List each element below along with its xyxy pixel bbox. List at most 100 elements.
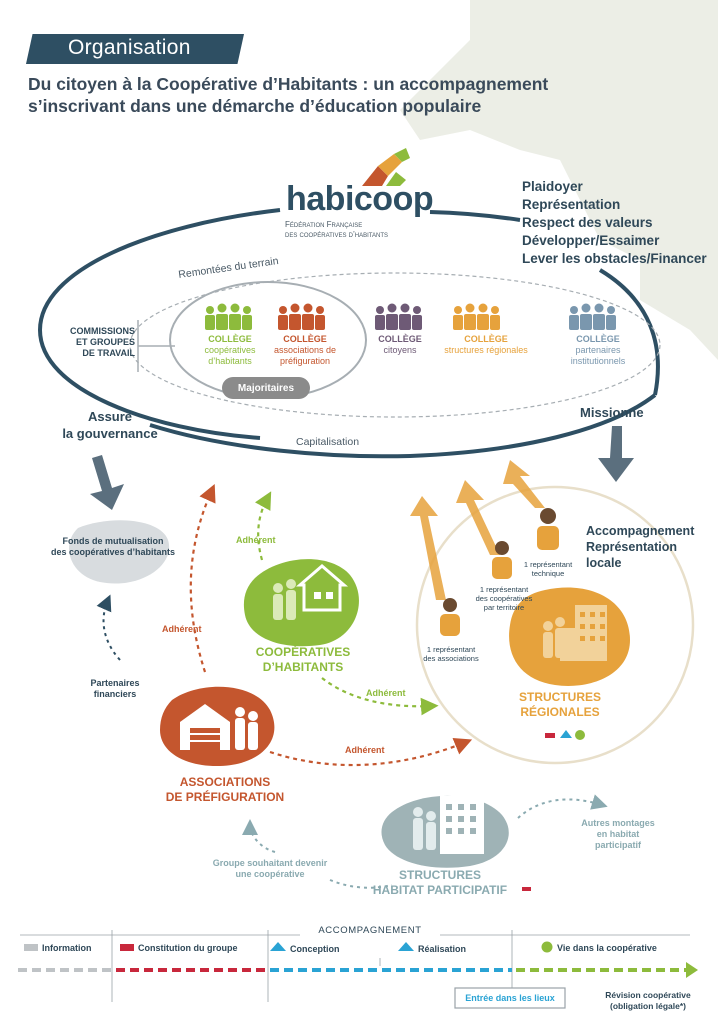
accomp-line-3: locale [586,556,622,570]
college-line: préfiguration [279,356,331,366]
college-line: COLLÈGE [283,334,327,344]
college-line: COLLÈGE [464,334,508,344]
partenaires-line-1: Partenaires [90,678,140,688]
assure-line-1: Assure [87,409,133,424]
adherent-label-green-bottom: Adhérent [366,688,406,698]
missions-list: Plaidoyer Représentation Respect des val… [522,178,707,268]
entree-box [454,987,566,1009]
majoritaires-label: Majoritaires [237,383,295,394]
habicoop-logo-subtitle: Fédération Française des coopératives d’… [285,220,388,240]
governance-ellipse-right [598,268,660,396]
governance-ellipse-top-right [429,210,521,222]
section-header: Organisation [68,36,191,59]
college-icons-citoyens [375,303,422,330]
commissions-label: COMMISSIONS ET GROUPES DE TRAVAIL [40,326,135,359]
page-subtitle: Du citoyen à la Coopérative d’Habitants … [28,73,668,117]
rep-line: 1 représentant [426,645,476,654]
structures-regionales-circle [415,485,695,765]
partenaires-financiers-label: Partenaires financiers [75,678,155,700]
revision-line-1: Révision coopérative [605,990,691,1000]
cooperatives-blob [243,559,359,647]
college-citoyens: COLLÈGE citoyens [368,334,432,356]
house-icon-assoc [180,704,230,750]
college-line: d’habitants [208,356,252,366]
habitat-participatif-label: STRUCTURES HABITAT PARTICIPATIF [360,868,520,898]
rep-line: des associations [423,654,479,663]
assoc-line-1: ASSOCIATIONS [179,775,271,789]
fonds-line-1: Fonds de mutualisation [62,536,164,546]
autres-line-2: en habitat [596,829,640,839]
orange-arrow-tech [503,460,545,508]
building-icon-habitat [440,796,484,854]
timeline-label-conception: Conception [290,944,340,954]
shp-line-2: HABITAT PARTICIPATIF [372,883,508,897]
timeline-label-information: Information [42,943,92,953]
fonds-label: Fonds de mutualisation des coopératives … [28,536,198,558]
governance-ellipse-bottom [149,393,657,459]
college-associations: COLLÈGE associations de préfiguration [264,334,346,367]
arrow-assure-gouvernance [90,455,124,510]
shp-line-1: STRUCTURES [398,868,481,882]
accomp-line-1: Accompagnement [586,524,695,538]
mission-item: Respect des valeurs [522,215,653,230]
assure-line-2: la gouvernance [62,426,158,441]
sr-line-2: RÉGIONALES [520,705,600,719]
commissions-line-3: DE TRAVAIL [82,348,135,358]
associations-prefiguration-label: ASSOCIATIONS DE PRÉFIGURATION [140,775,310,805]
cooperatives-habitants-label: COOPÉRATIVES D’HABITANTS [228,645,378,675]
college-icons-associations [278,303,325,330]
revision-line-2: (obligation légale*) [609,1001,687,1011]
background-map-shape [400,0,718,360]
flow-groupe-to-assoc [242,819,276,853]
people-icon-assoc [235,707,258,750]
college-structures-regionales: COLLÈGE structures régionales [436,334,536,356]
adherent-label-rust-top: Adhérent [162,624,202,634]
subtitle-line-2: s’inscrivant dans une démarche d’éducati… [28,96,482,116]
structures-regionales-label: STRUCTURES RÉGIONALES [500,690,620,720]
fonds-line-2: des coopératives d’habitants [50,547,176,557]
college-line: coopératives [204,345,256,355]
mission-item: Développer/Essaimer [522,233,660,248]
college-icons-partenaires [569,303,616,330]
rep-line: des coopératives [475,594,533,603]
flow-assoc-to-ellipse [189,483,216,673]
assure-gouvernance-label: Assure la gouvernance [40,408,180,442]
fonds-blob [69,520,170,584]
logo-sub-line-1: Fédération Française [285,220,363,229]
missionne-label: Missionne [580,405,644,420]
adherent-label-rust-bottom: Adhérent [345,745,385,755]
mission-item: Représentation [522,197,621,212]
timeline-revision: Révision coopérative (obligation légale*… [588,990,708,1012]
accompagnement-label: Accompagnement Représentation locale [586,523,694,571]
orange-arrow-assoc [410,496,446,600]
arrow-missionne [598,426,634,482]
habicoop-logo-text: habicoop [286,180,434,218]
representative-icon-tech [537,508,559,550]
college-line: partenaires [575,345,621,355]
timeline-title: ACCOMPAGNEMENT [300,925,440,936]
subtitle-line-1: Du citoyen à la Coopérative d’Habitants … [28,74,549,94]
groupe-souhaitant-label: Groupe souhaitant devenir une coopérativ… [205,858,335,880]
governance-ellipse-top-left [37,208,281,440]
college-icons-regionales [453,303,500,330]
mission-item: Lever les obstacles/Financer [522,251,707,266]
orange-arrow-coop [456,480,500,555]
timeline-label-realisation: Réalisation [418,944,467,954]
mission-item: Plaidoyer [522,179,583,194]
flow-assoc-to-sr [269,738,473,767]
college-icons-coops [205,303,252,330]
groupe-line-2: une coopérative [235,869,305,879]
rep-line: 1 représentant [479,585,529,594]
commissions-line-1: COMMISSIONS [69,326,135,336]
timeline-label-vie: Vie dans la coopérative [557,943,657,953]
house-icon-coop [295,564,349,612]
logo-sub-line-2: des coopératives d’habitants [285,230,389,239]
college-line: associations de [273,345,337,355]
timeline-label-constitution: Constitution du groupe [138,943,238,953]
college-line: COLLÈGE [208,334,252,344]
majoritaires-pill [222,377,310,399]
autres-montages-label: Autres montages en habitat participatif [568,818,668,851]
adherent-label-green-top: Adhérent [236,535,276,545]
groupe-line-1: Groupe souhaitant devenir [212,858,328,868]
college-line: COLLÈGE [378,334,422,344]
